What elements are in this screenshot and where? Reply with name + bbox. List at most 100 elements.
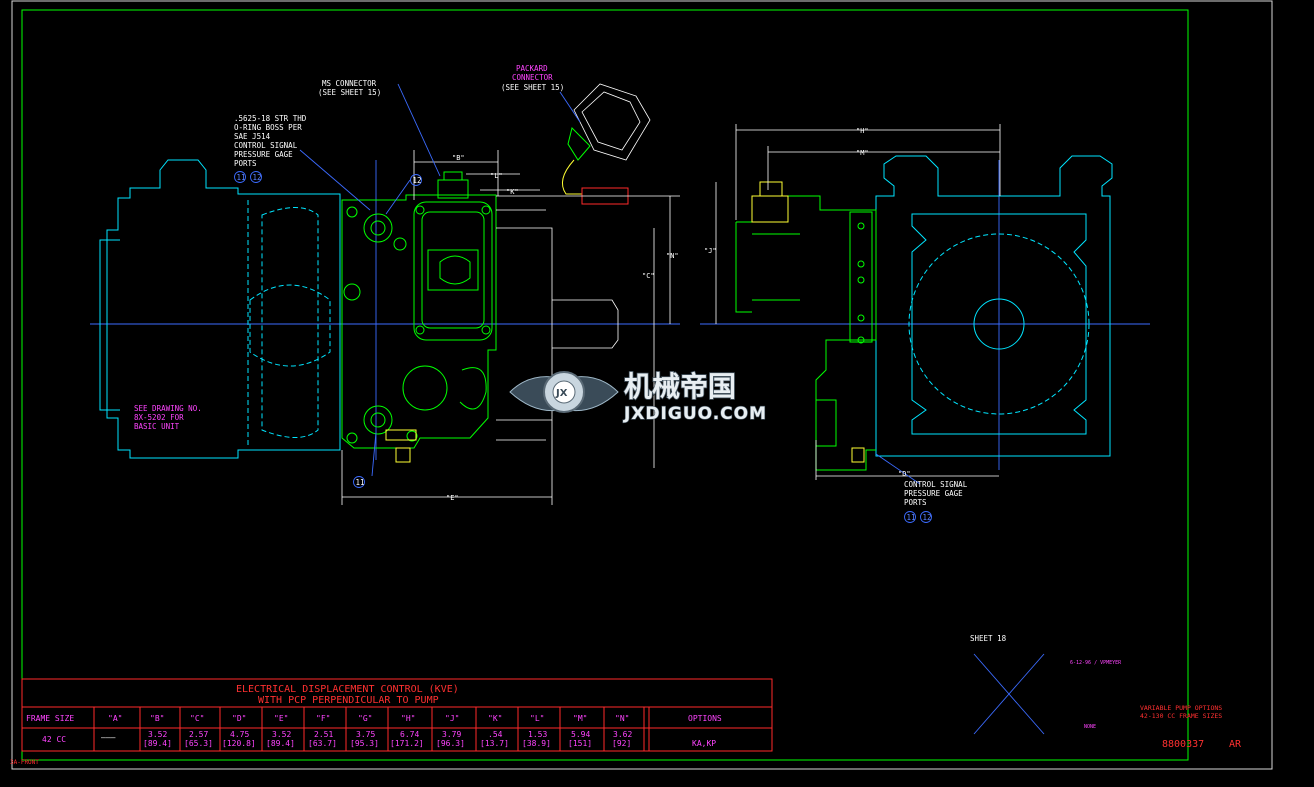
svg-text:3.79: 3.79 — [442, 730, 461, 739]
left-view — [90, 83, 680, 505]
svg-text:[92]: [92] — [612, 739, 631, 748]
date-note: 6-12-96 / VPMEYER — [1070, 660, 1122, 666]
control-housing-right — [736, 195, 877, 471]
svg-text:3.62: 3.62 — [613, 730, 632, 739]
packard-connector — [561, 83, 651, 205]
svg-text:OPTIONS: OPTIONS — [688, 714, 722, 723]
pump-body-left — [106, 159, 341, 459]
svg-text:SEE DRAWING NO.: SEE DRAWING NO. — [134, 404, 202, 413]
dim-n: "N" — [666, 252, 679, 260]
watermark-brand: 机械帝国 — [624, 370, 736, 403]
title-line-2: 42-130 CC FRAME SIZES — [1140, 712, 1222, 720]
svg-text:6.74: 6.74 — [400, 730, 419, 739]
dim-k: "K" — [506, 188, 519, 196]
svg-text:[89.4]: [89.4] — [266, 739, 295, 748]
dim-e: "E" — [446, 494, 459, 502]
dim-b: "B" — [452, 154, 465, 162]
svg-text:[13.7]: [13.7] — [480, 739, 509, 748]
svg-text:"K": "K" — [488, 714, 502, 723]
svg-text:"F": "F" — [316, 714, 330, 723]
svg-text:PRESSURE GAGE: PRESSURE GAGE — [234, 150, 293, 159]
pilot-circle — [908, 233, 1090, 415]
svg-text:PACKARD: PACKARD — [516, 64, 548, 73]
balloon-11-b: 11 — [356, 478, 365, 487]
balloon-11-c: 11 — [907, 513, 916, 522]
sheet-number: SHEET 18 — [970, 634, 1007, 643]
svg-text:[120.8]: [120.8] — [222, 739, 256, 748]
svg-text:BASIC UNIT: BASIC UNIT — [134, 422, 180, 431]
svg-text:"E": "E" — [274, 714, 288, 723]
dim-h: "H" — [856, 127, 869, 135]
svg-text:3.52: 3.52 — [272, 730, 291, 739]
svg-text:2.57: 2.57 — [189, 730, 208, 739]
svg-text:PRESSURE GAGE: PRESSURE GAGE — [904, 489, 963, 498]
callout-ms-connector: MS CONNECTOR (SEE SHEET 15) — [318, 79, 381, 97]
right-view — [700, 124, 1150, 485]
balloon-12-b: 12 — [413, 176, 422, 185]
svg-text:1.53: 1.53 — [528, 730, 547, 739]
svg-text:"D": "D" — [232, 714, 246, 723]
balloon-12-c: 12 — [923, 513, 932, 522]
svg-text:"H": "H" — [401, 714, 415, 723]
table-data-row: 42 CC ——— 3.52 [89.4] 2.57 [65.3] 4.75 [… — [42, 730, 716, 748]
drawing-number: 8800337 — [1162, 739, 1204, 750]
svg-text:3.75: 3.75 — [356, 730, 375, 739]
svg-text:"N": "N" — [615, 714, 629, 723]
svg-text:"J": "J" — [445, 714, 459, 723]
svg-text:CONNECTOR: CONNECTOR — [512, 73, 553, 82]
svg-text:"G": "G" — [358, 714, 372, 723]
callout-packard-connector: PACKARD CONNECTOR (SEE SHEET 15) — [501, 64, 564, 92]
title-block: SHEET 18 6-12-96 / VPMEYER NONE VARIABLE… — [970, 634, 1242, 750]
svg-text:42 CC: 42 CC — [42, 735, 66, 744]
table-header-row: FRAME SIZE "A" "B" "C" "D" "E" "F" "G" "… — [26, 714, 722, 723]
svg-text:[65.3]: [65.3] — [184, 739, 213, 748]
scale-none: NONE — [1084, 724, 1096, 730]
svg-text:8X-5202 FOR: 8X-5202 FOR — [134, 413, 184, 422]
svg-text:MS CONNECTOR: MS CONNECTOR — [322, 79, 377, 88]
watermark: JX 机械帝国 JXDIGUO.COM — [509, 369, 767, 425]
watermark-url: JXDIGUO.COM — [623, 404, 767, 424]
svg-text:3.52: 3.52 — [148, 730, 167, 739]
svg-text:[151]: [151] — [568, 739, 592, 748]
svg-text:"L": "L" — [530, 714, 544, 723]
dimension-labels: "B" "L" "K" "N" "C" "E" "H" "M" "J" "D" — [446, 127, 911, 502]
balloon-11-a: 11 — [237, 173, 246, 182]
balloons-left — [234, 171, 932, 523]
svg-text:2.51: 2.51 — [314, 730, 333, 739]
dim-j: "J" — [704, 247, 717, 255]
svg-text:———: ——— — [101, 733, 116, 742]
svg-text:5.94: 5.94 — [571, 730, 590, 739]
dim-l: "L" — [490, 172, 503, 180]
layout-tab[interactable]: 3A-FRONT — [10, 759, 39, 766]
dim-m: "M" — [856, 149, 869, 157]
svg-text:(SEE SHEET 15): (SEE SHEET 15) — [501, 83, 564, 92]
balloon-12-a: 12 — [253, 173, 262, 182]
callout-see-drawing: SEE DRAWING NO. 8X-5202 FOR BASIC UNIT — [134, 404, 202, 431]
svg-text:PORTS: PORTS — [904, 498, 927, 507]
svg-text:"A": "A" — [108, 714, 122, 723]
svg-text:O-RING BOSS PER: O-RING BOSS PER — [234, 123, 302, 132]
svg-text:[96.3]: [96.3] — [436, 739, 465, 748]
svg-text:[38.9]: [38.9] — [522, 739, 551, 748]
mounting-flange — [875, 155, 1113, 457]
drawing-rev: AR — [1229, 739, 1242, 750]
control-housing-left — [341, 194, 497, 449]
spec-table — [21, 678, 773, 752]
svg-text:FRAME SIZE: FRAME SIZE — [26, 714, 74, 723]
svg-text:"B": "B" — [150, 714, 164, 723]
svg-text:4.75: 4.75 — [230, 730, 249, 739]
watermark-badge: JX — [555, 388, 568, 399]
dimension-lines-left — [341, 150, 680, 505]
outer-border — [11, 0, 1273, 770]
svg-text:.54: .54 — [488, 730, 503, 739]
svg-text:[89.4]: [89.4] — [143, 739, 172, 748]
svg-text:[171.2]: [171.2] — [390, 739, 424, 748]
svg-text:CONTROL SIGNAL: CONTROL SIGNAL — [234, 141, 298, 150]
svg-text:.5625-18 STR THD: .5625-18 STR THD — [234, 114, 307, 123]
svg-text:(SEE SHEET 15): (SEE SHEET 15) — [318, 88, 381, 97]
svg-text:[63.7]: [63.7] — [308, 739, 337, 748]
table-title-1: ELECTRICAL DISPLACEMENT CONTROL (KVE) — [236, 684, 459, 695]
svg-text:PORTS: PORTS — [234, 159, 257, 168]
title-line-1: VARIABLE PUMP OPTIONS — [1140, 704, 1222, 712]
